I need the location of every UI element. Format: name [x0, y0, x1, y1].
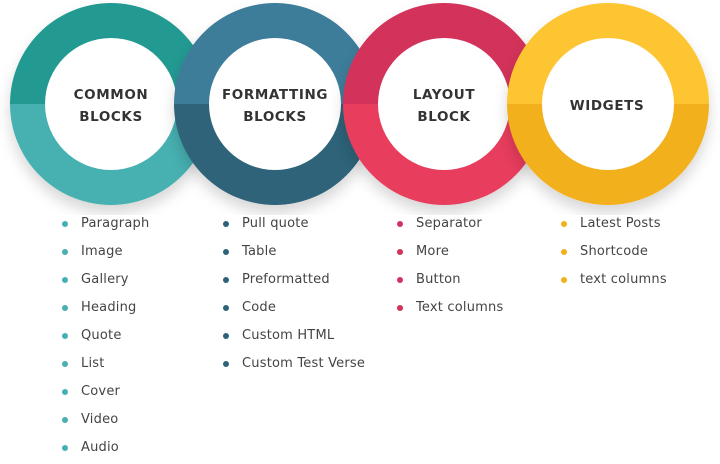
item-label: Table: [242, 244, 277, 259]
bullet-dot: [62, 249, 68, 255]
item-label: Custom Test Verse: [242, 356, 366, 371]
item-label: Quote: [81, 328, 122, 343]
bullet-dot: [397, 221, 403, 227]
list-item: Shortcode: [561, 240, 667, 268]
list-item: More: [397, 240, 503, 268]
bullet-dot: [223, 277, 229, 283]
bullet-dot: [561, 249, 567, 255]
category-rings: [10, 3, 709, 205]
list-item: Quote: [62, 324, 149, 352]
item-label: Audio: [81, 440, 119, 455]
ring-formatting: [174, 3, 376, 205]
ring-layout: [343, 3, 545, 205]
label-layout-line-1: LAYOUT: [412, 87, 476, 103]
item-label: Latest Posts: [580, 216, 661, 231]
ring-widgets: [507, 3, 709, 205]
label-widgets: WIDGETS: [542, 95, 672, 117]
label-formatting-line-1: FORMATTING: [221, 87, 329, 103]
bullet-dot: [62, 445, 68, 451]
bullet-dot: [62, 389, 68, 395]
list-item: Code: [223, 296, 365, 324]
list-item: Table: [223, 240, 365, 268]
bullet-dot: [223, 333, 229, 339]
list-item: Custom HTML: [223, 324, 365, 352]
bullet-dot: [561, 277, 567, 283]
item-label: Heading: [81, 300, 137, 315]
bullet-dot: [62, 417, 68, 423]
label-layout: LAYOUT BLOCK: [379, 84, 509, 128]
item-label: Image: [81, 244, 123, 259]
item-label: Shortcode: [580, 244, 649, 259]
item-label: Separator: [416, 216, 482, 231]
formatting-blocks-list: Pull quote Table Preformatted Code Custo…: [223, 212, 365, 380]
bullet-dot: [62, 221, 68, 227]
label-common-line-2: BLOCKS: [79, 109, 143, 125]
list-item: Audio: [62, 436, 149, 464]
ring-common: [10, 3, 212, 205]
bullet-dot: [223, 249, 229, 255]
list-item: Heading: [62, 296, 149, 324]
label-widgets-line-1: WIDGETS: [569, 98, 645, 114]
list-item: Cover: [62, 380, 149, 408]
common-blocks-list: Paragraph Image Gallery Heading Quote Li…: [62, 212, 149, 464]
list-item: Latest Posts: [561, 212, 667, 240]
list-item: Pull quote: [223, 212, 365, 240]
bullet-dot: [397, 249, 403, 255]
list-item: Separator: [397, 212, 503, 240]
item-label: Text columns: [416, 300, 504, 315]
item-label: Preformatted: [242, 272, 330, 287]
item-label: More: [416, 244, 450, 259]
list-item: Gallery: [62, 268, 149, 296]
item-label: List: [81, 356, 105, 371]
bullet-dot: [223, 361, 229, 367]
bullet-dot: [62, 277, 68, 283]
item-label: Cover: [81, 384, 121, 399]
item-label: text columns: [580, 272, 667, 287]
item-label: Button: [416, 272, 461, 287]
item-label: Custom HTML: [242, 328, 335, 343]
label-common-line-1: COMMON: [73, 87, 149, 103]
bullet-dot: [62, 333, 68, 339]
label-layout-line-2: BLOCK: [417, 109, 471, 125]
label-common: COMMON BLOCKS: [46, 84, 176, 128]
label-formatting-line-2: BLOCKS: [243, 109, 307, 125]
item-label: Video: [81, 412, 119, 427]
item-label: Paragraph: [81, 216, 150, 231]
bullet-dot: [62, 361, 68, 367]
ring-widgets-center: [542, 38, 674, 170]
item-label: Gallery: [81, 272, 129, 287]
item-label: Code: [242, 300, 277, 315]
list-item: Image: [62, 240, 149, 268]
label-formatting: FORMATTING BLOCKS: [210, 84, 340, 128]
list-item: Preformatted: [223, 268, 365, 296]
bullet-dot: [397, 277, 403, 283]
widgets-list: Latest Posts Shortcode text columns: [561, 212, 667, 296]
list-item: Video: [62, 408, 149, 436]
bullet-dot: [223, 221, 229, 227]
list-item: Text columns: [397, 296, 503, 324]
bullet-dot: [223, 305, 229, 311]
bullet-dot: [62, 305, 68, 311]
layout-block-list: Separator More Button Text columns: [397, 212, 503, 324]
list-item: List: [62, 352, 149, 380]
list-item: text columns: [561, 268, 667, 296]
list-item: Custom Test Verse: [223, 352, 365, 380]
list-item: Paragraph: [62, 212, 149, 240]
list-item: Button: [397, 268, 503, 296]
ring-formatting-center: [209, 38, 341, 170]
ring-layout-center: [378, 38, 510, 170]
item-label: Pull quote: [242, 216, 309, 231]
ring-common-center: [45, 38, 177, 170]
bullet-dot: [397, 305, 403, 311]
bullet-dot: [561, 221, 567, 227]
